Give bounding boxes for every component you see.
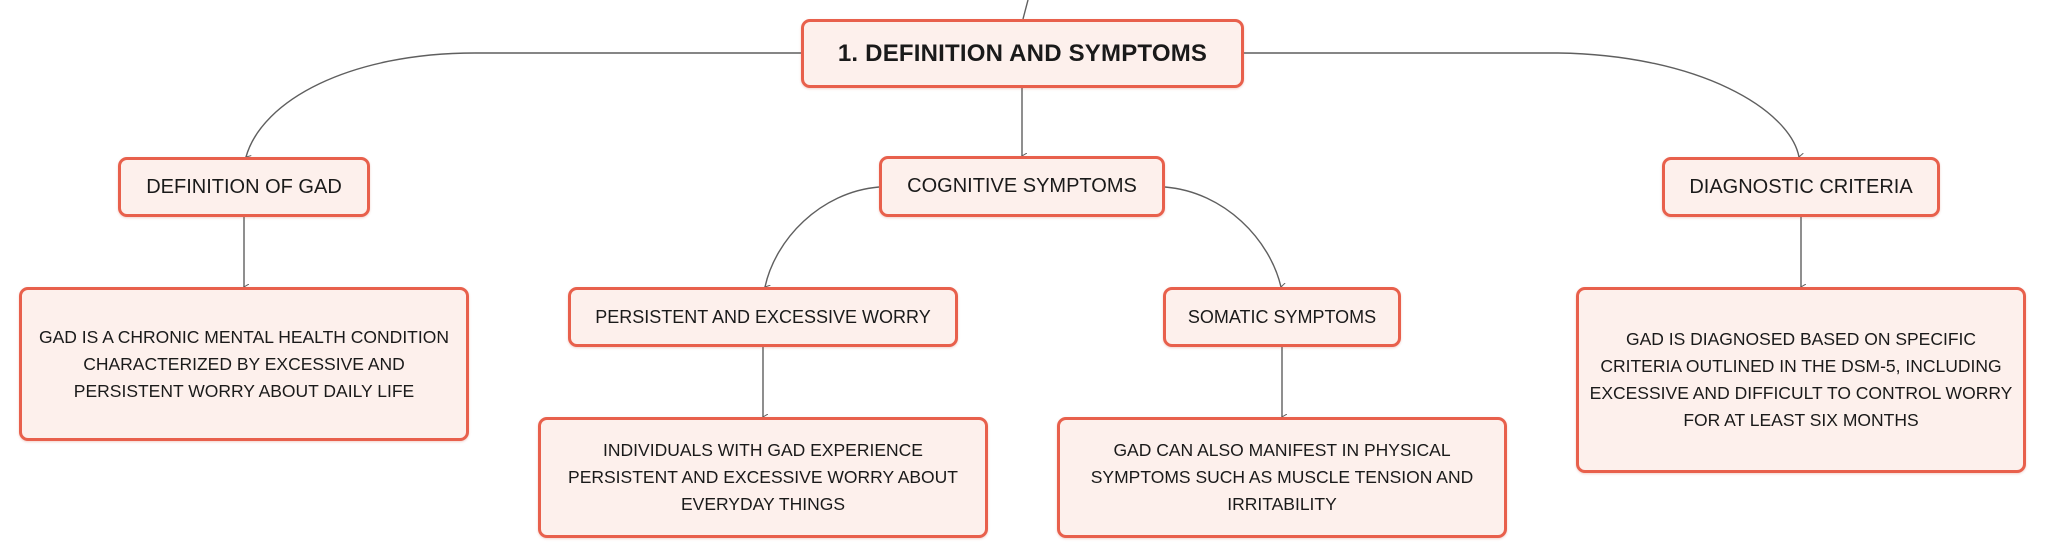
connector-cognitive-to-worry [765,186,880,287]
detail-node-definition[interactable]: GAD IS A CHRONIC MENTAL HEALTH CONDITION… [19,287,469,441]
topic-node-label: DEFINITION OF GAD [146,175,342,198]
topic-node-definition-of-gad[interactable]: DEFINITION OF GAD [118,157,370,217]
connector-root-to-definition [246,52,801,157]
connector-parent-to-root [1022,0,1029,20]
detail-node-text: INDIVIDUALS WITH GAD EXPERIENCE PERSISTE… [568,440,958,514]
connector-cognitive-to-somatic [1164,186,1281,287]
topic-node-label: DIAGNOSTIC CRITERIA [1689,175,1913,198]
detail-node-somatic-symptoms[interactable]: GAD CAN ALSO MANIFEST IN PHYSICAL SYMPTO… [1057,417,1507,538]
root-node-label: 1. DEFINITION AND SYMPTOMS [837,39,1208,67]
detail-node-persistent-worry[interactable]: INDIVIDUALS WITH GAD EXPERIENCE PERSISTE… [538,417,988,538]
detail-node-text: GAD IS A CHRONIC MENTAL HEALTH CONDITION… [38,326,449,401]
subtopic-node-label: SOMATIC SYMPTOMS [1187,306,1377,327]
detail-node-diagnostic-criteria[interactable]: GAD IS DIAGNOSED BASED ON SPECIFIC CRITE… [1576,287,2026,473]
detail-node-text: GAD CAN ALSO MANIFEST IN PHYSICAL SYMPTO… [1090,440,1474,514]
root-node-definition-and-symptoms[interactable]: 1. DEFINITION AND SYMPTOMS [801,19,1244,88]
subtopic-node-persistent-worry[interactable]: PERSISTENT AND EXCESSIVE WORRY [568,287,958,347]
topic-node-cognitive-symptoms[interactable]: COGNITIVE SYMPTOMS [879,156,1165,217]
topic-node-diagnostic-criteria[interactable]: DIAGNOSTIC CRITERIA [1662,157,1940,217]
topic-node-label: COGNITIVE SYMPTOMS [907,175,1137,197]
subtopic-node-somatic-symptoms[interactable]: SOMATIC SYMPTOMS [1163,287,1401,347]
detail-node-text: GAD IS DIAGNOSED BASED ON SPECIFIC CRITE… [1589,329,2013,430]
connector-root-to-diagnostic [1244,52,1799,157]
subtopic-node-label: PERSISTENT AND EXCESSIVE WORRY [595,306,931,327]
